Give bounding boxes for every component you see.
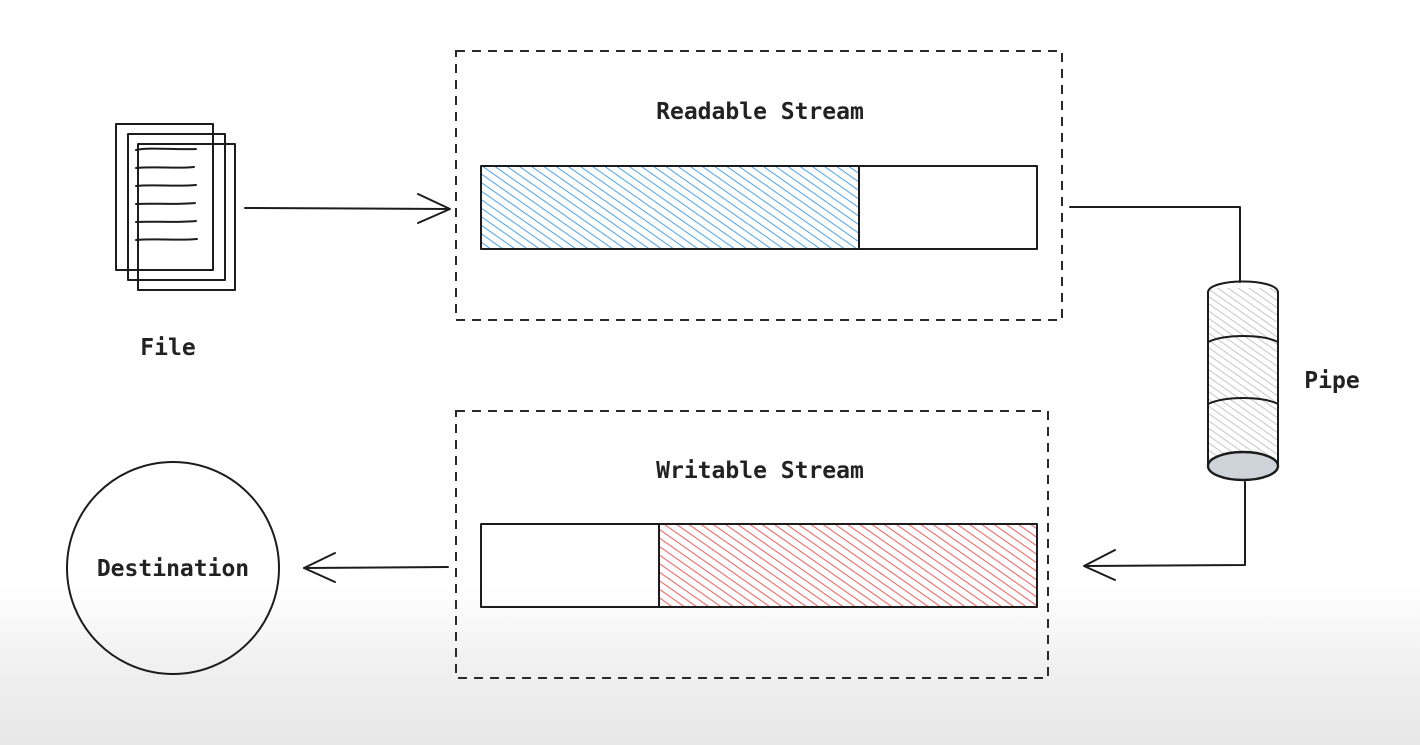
file-label: File [140, 335, 195, 361]
writable-buffer [480, 523, 1038, 608]
pipe-label: Pipe [1304, 368, 1359, 394]
pipe-to-writable-arrow [1083, 481, 1246, 581]
pipe-cylinder-icon [1206, 280, 1280, 482]
readable-stream-box [455, 50, 1063, 321]
readable-stream-title: Readable Stream [656, 99, 864, 125]
pipe-end-cap [1206, 450, 1280, 482]
writable-buffer-fill [659, 524, 1037, 607]
destination-circle [66, 461, 280, 675]
readable-buffer-fill [481, 166, 859, 249]
destination-label: Destination [97, 556, 249, 582]
readable-to-pipe-connector [1069, 206, 1241, 283]
writable-stream-box [455, 410, 1049, 679]
readable-buffer [480, 165, 1038, 250]
document-stack-icon [115, 123, 236, 291]
writable-stream-title: Writable Stream [656, 458, 864, 484]
file-to-readable-arrow [244, 193, 451, 224]
writable-to-destination-arrow [303, 552, 449, 583]
